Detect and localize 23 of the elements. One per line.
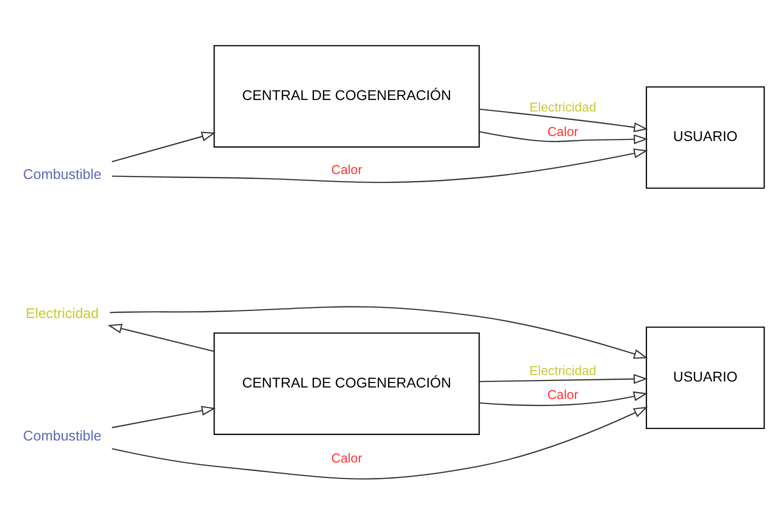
node-text: Electricidad [26,304,99,320]
arrow [112,131,216,162]
arrow [480,374,648,384]
node-box: USUARIO [646,86,765,188]
arrow [108,323,214,352]
node-text: Combustible [23,165,102,182]
node-box: CENTRAL DE COGENERACIÓN [214,44,480,148]
node-text: Combustible [23,426,102,443]
arrow [479,130,648,144]
arrow [112,148,648,182]
arrow [112,406,648,479]
edge-label: Calor [547,386,578,402]
arrow [110,306,648,358]
edge-label: Electricidad [529,362,596,378]
node-box: USUARIO [646,326,765,429]
edge-label: Calor [331,450,362,465]
edge-label: Calor [331,161,362,176]
arrow [479,108,648,132]
arrow [112,405,216,428]
edge-label: Calor [547,124,578,139]
edge-label: Electricidad [529,98,596,114]
arrow [479,390,648,406]
node-box: CENTRAL DE COGENERACIÓN [214,332,480,434]
